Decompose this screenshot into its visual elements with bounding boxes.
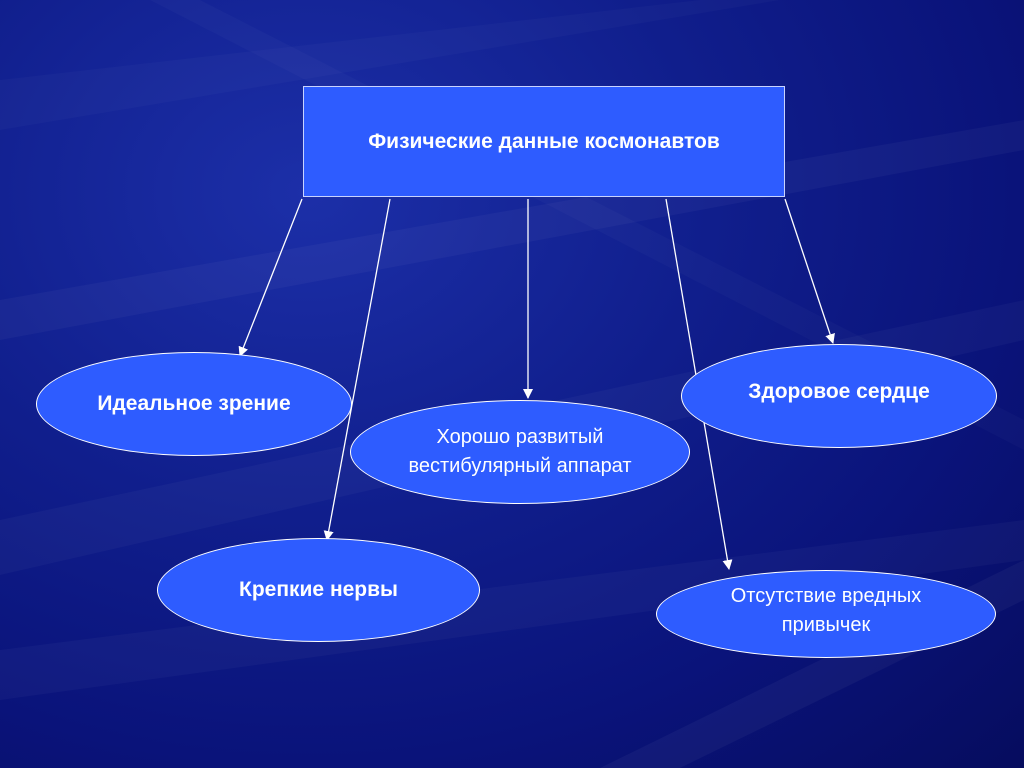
arrow-to-heart — [784, 198, 835, 344]
arrow-to-nerves — [323, 198, 391, 541]
node-label: Идеальное зрение — [97, 391, 291, 415]
node-label: Отсутствие вредных привычек — [730, 585, 922, 636]
arrow-to-vision — [238, 198, 303, 357]
node-no-bad-habits: Отсутствие вредных привычек — [656, 570, 996, 658]
node-vestibular-apparatus: Хорошо развитый вестибулярный аппарат — [350, 400, 690, 504]
root-title: Физические данные космонавтов — [368, 129, 720, 153]
node-label: Здоровое сердце — [748, 379, 930, 403]
node-label: Хорошо развитый вестибулярный аппарат — [408, 426, 632, 477]
node-healthy-heart: Здоровое сердце — [681, 344, 997, 448]
node-strong-nerves: Крепкие нервы — [157, 538, 480, 642]
node-label: Крепкие нервы — [239, 577, 398, 601]
node-ideal-vision: Идеальное зрение — [36, 352, 352, 456]
root-box: Физические данные космонавтов — [303, 86, 785, 197]
